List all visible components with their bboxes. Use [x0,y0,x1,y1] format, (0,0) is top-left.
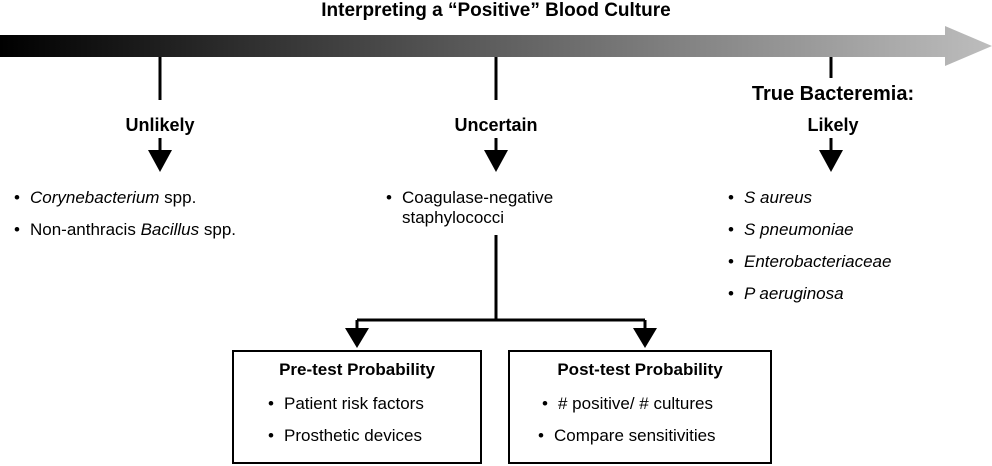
list-item: •Non-anthracis Bacillus spp. [14,220,237,239]
pretest-box: Pre-test Probability •Patient risk facto… [232,350,482,464]
list-item: •S pneumoniae [728,220,854,239]
list-item: •Coagulase-negative staphylococci [386,188,554,227]
list-item: •Corynebacterium spp. [14,188,197,207]
arrow-down-posttest [633,328,657,348]
list-item: •Patient risk factors [268,394,424,413]
arrow-down-pretest [345,328,369,348]
list-item: •# positive/ # cultures [542,394,713,413]
arrow-down-uncertain [484,150,508,172]
list-item: •S aureus [728,188,813,207]
label-likely: Likely [807,115,859,135]
label-unlikely: Unlikely [125,115,195,135]
list-item: •Prosthetic devices [268,426,422,445]
list-item: •Compare sensitivities [538,426,716,445]
arrow-down-unlikely [148,150,172,172]
list-item: •Enterobacteriaceae [728,252,892,271]
diagram-title: Interpreting a “Positive” Blood Culture [321,0,671,21]
label-uncertain: Uncertain [454,115,538,135]
arrow-down-likely [819,150,843,172]
list-item: •P aeruginosa [728,284,844,303]
heading-true-bacteremia: True Bacteremia: [751,83,915,105]
posttest-title: Post-test Probability [557,360,723,379]
gradient-arrow [0,26,992,66]
pretest-title: Pre-test Probability [279,360,435,379]
posttest-box: Post-test Probability •# positive/ # cul… [508,350,772,464]
